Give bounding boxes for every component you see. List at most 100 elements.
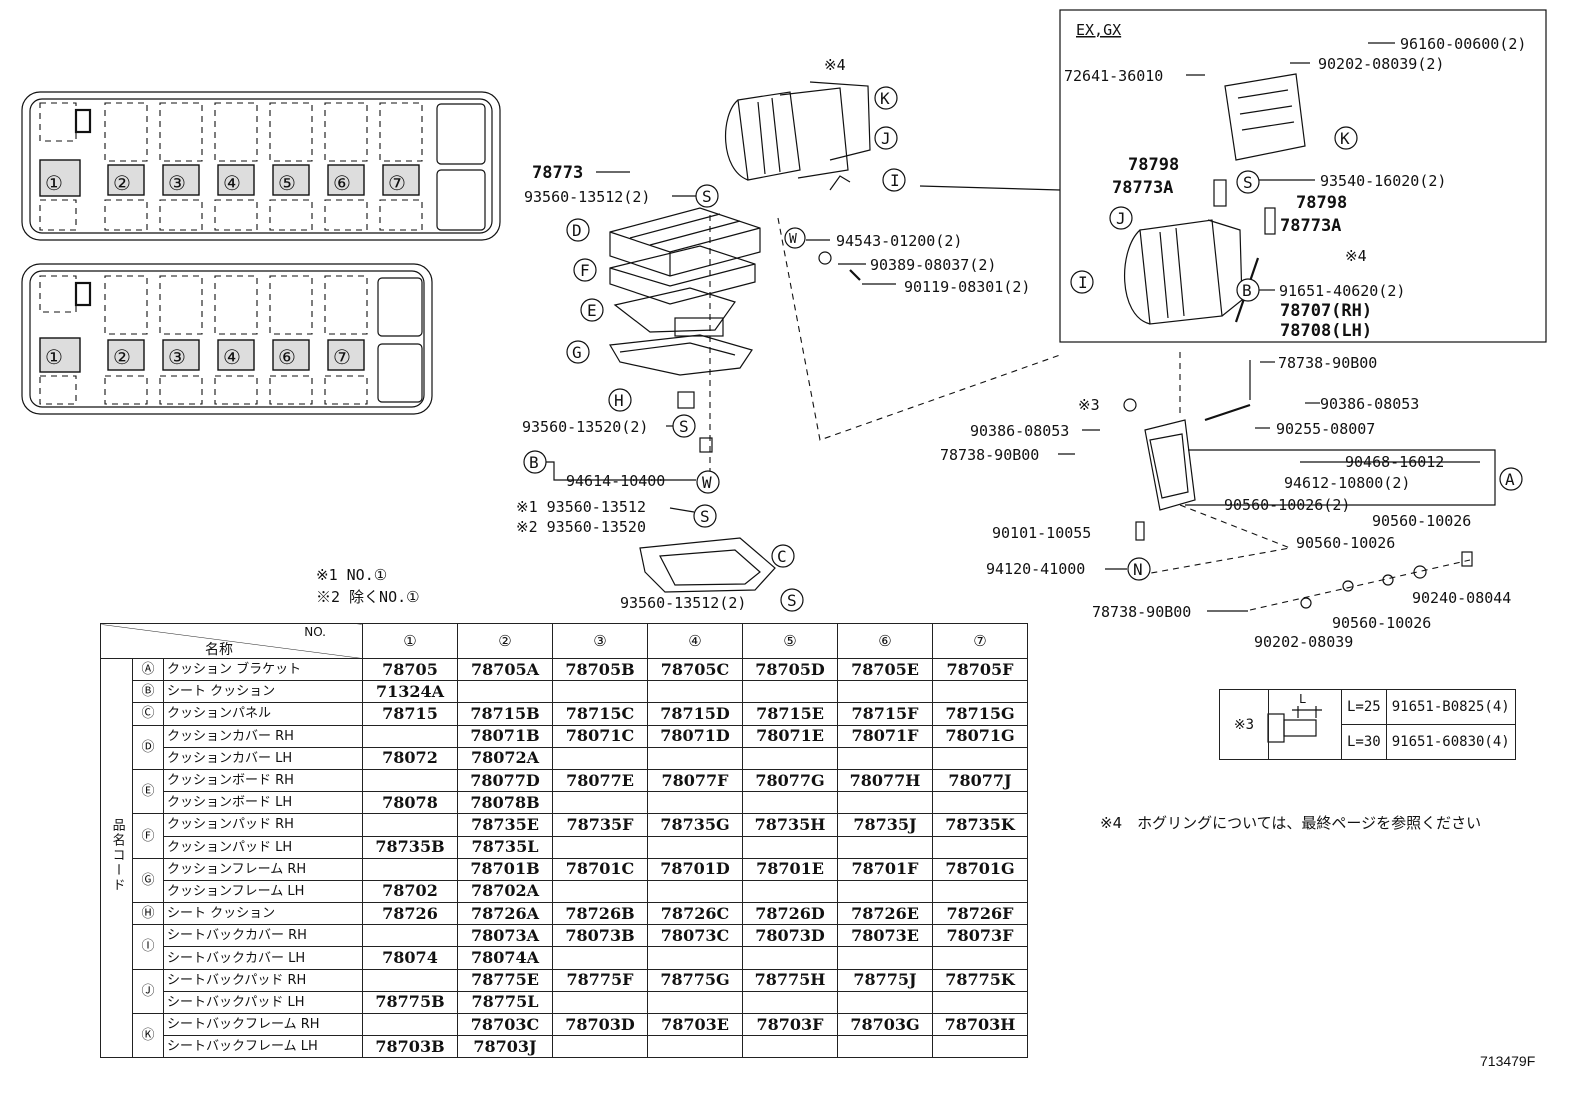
svg-text:S: S	[702, 187, 712, 206]
callout-hog-ring-2: ※4	[1345, 247, 1367, 265]
part-code	[837, 746, 933, 770]
column-header: ⑥	[837, 623, 933, 659]
seat-no-top-3: ③	[168, 171, 186, 195]
part-code	[932, 879, 1028, 904]
part-code	[837, 990, 933, 1015]
part-code	[362, 857, 458, 881]
part-code	[362, 768, 458, 793]
svg-text:W: W	[789, 232, 797, 247]
seat-no-bottom-1: ①	[45, 345, 63, 369]
part-name: クッションカバー LH	[163, 746, 363, 770]
part-code	[742, 680, 838, 704]
callout-90560-b: 90560-10026	[1372, 512, 1471, 530]
bolt-part-2: 91651-60830(4)	[1385, 724, 1516, 760]
callout-93560-13512-b: 93560-13512(2)	[620, 594, 746, 612]
part-name: クッション ブラケット	[163, 657, 363, 682]
seat-no-top-2: ②	[113, 171, 131, 195]
group-mark-cell: Ⓔ	[132, 768, 164, 815]
seat-layout-top: ① ② ③ ④ ⑤ ⑥ ⑦	[21, 91, 501, 241]
part-code	[362, 968, 458, 992]
part-code: 78701B	[457, 857, 553, 881]
header-name-cell: NO.名称	[100, 623, 363, 659]
svg-text:J: J	[1116, 209, 1126, 228]
part-code: 78703F	[742, 1012, 838, 1037]
part-code: 78702A	[457, 879, 553, 904]
group-mark-cell: Ⓙ	[132, 968, 164, 1015]
part-code: 78735G	[647, 813, 743, 837]
part-code: 78073D	[742, 924, 838, 948]
part-code: 78703C	[457, 1012, 553, 1037]
column-header: ①	[362, 623, 458, 659]
part-code: 78715E	[742, 702, 838, 726]
part-code: 78702	[362, 879, 458, 904]
svg-text:S: S	[1243, 173, 1253, 192]
part-code: 78775L	[457, 990, 553, 1015]
part-code: 78715	[362, 702, 458, 726]
part-code	[647, 990, 743, 1015]
part-code	[932, 680, 1028, 704]
part-code: 78073E	[837, 924, 933, 948]
part-code: 78775E	[457, 968, 553, 992]
column-header: ②	[457, 623, 553, 659]
part-code: 78735J	[837, 813, 933, 837]
part-code: 78701D	[647, 857, 743, 881]
note-1: ※1 NO.①	[316, 566, 387, 584]
callout-94543: 94543-01200(2)	[836, 232, 962, 250]
part-code	[552, 946, 648, 970]
callout-note2-part: ※2 93560-13520	[516, 518, 646, 536]
part-code	[552, 835, 648, 859]
part-code: 78071G	[932, 724, 1028, 748]
part-code: 78077F	[647, 768, 743, 793]
bolt-length-table: ※3 L L=25 91651-B0825(4) L=30 91651-6083…	[1219, 689, 1516, 760]
part-code: 78073A	[457, 924, 553, 948]
part-code	[362, 924, 458, 948]
part-code: 78715F	[837, 702, 933, 726]
part-name: クッションフレーム RH	[163, 857, 363, 881]
part-code: 78726F	[932, 902, 1028, 926]
bolt-length-2: L=30	[1341, 724, 1387, 760]
svg-text:G: G	[572, 343, 582, 362]
group-mark: Ⓑ	[141, 684, 155, 700]
part-code	[552, 791, 648, 815]
svg-text:E: E	[587, 301, 597, 320]
callout-78773A-b: 78773A	[1280, 216, 1341, 236]
column-header: ③	[552, 623, 648, 659]
part-name: シートバックフレーム RH	[163, 1012, 363, 1037]
part-code	[647, 946, 743, 970]
part-code	[742, 1035, 838, 1059]
svg-text:B: B	[1242, 281, 1252, 300]
part-code: 78071C	[552, 724, 648, 748]
part-code	[837, 879, 933, 904]
svg-text:S: S	[679, 417, 689, 436]
part-code	[552, 746, 648, 770]
part-code: 78705E	[837, 657, 933, 682]
part-code: 78701C	[552, 857, 648, 881]
callout-90119: 90119-08301(2)	[904, 278, 1030, 296]
callout-94120: 94120-41000	[986, 560, 1085, 578]
callout-91651: 91651-40620(2)	[1279, 282, 1405, 300]
group-mark: Ⓘ	[141, 939, 155, 955]
column-header: ⑤	[742, 623, 838, 659]
part-name: クッションボード LH	[163, 791, 363, 815]
part-code: 78071F	[837, 724, 933, 748]
part-code: 78705	[362, 657, 458, 682]
part-code: 78715G	[932, 702, 1028, 726]
svg-text:H: H	[614, 391, 624, 410]
part-code	[742, 946, 838, 970]
part-code: 78715D	[647, 702, 743, 726]
part-code: 78705D	[742, 657, 838, 682]
part-code: 78726A	[457, 902, 553, 926]
group-mark-cell: Ⓓ	[132, 724, 164, 770]
part-code	[742, 990, 838, 1015]
seat-no-top-7: ⑦	[388, 171, 406, 195]
part-code	[647, 879, 743, 904]
group-mark: Ⓓ	[141, 739, 155, 755]
part-code: 78726D	[742, 902, 838, 926]
callout-78738-c: 78738-90B00	[1092, 603, 1191, 621]
